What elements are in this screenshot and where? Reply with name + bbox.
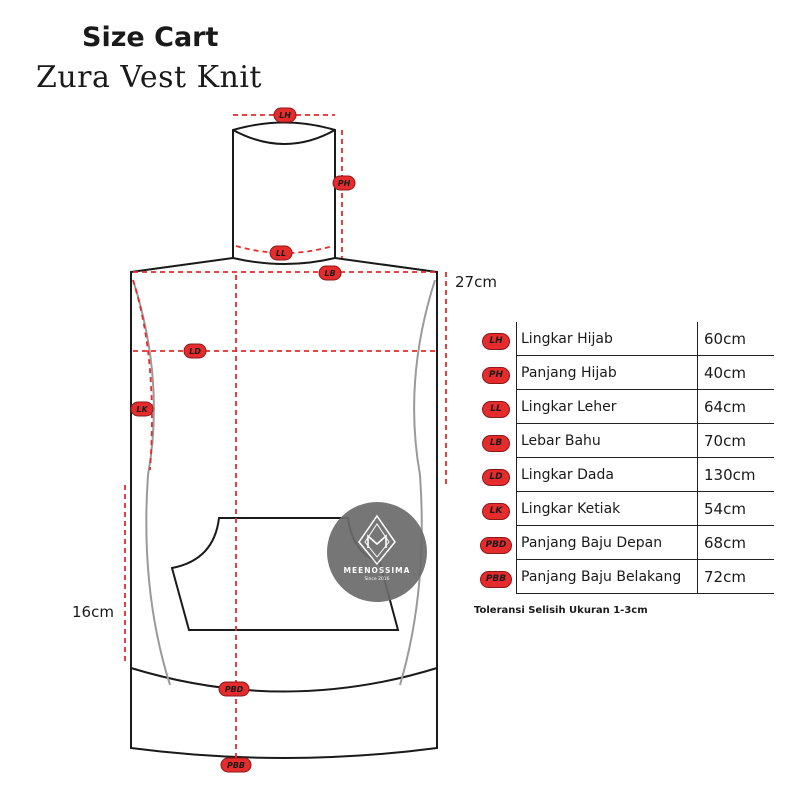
upper-side-measurement: 27cm — [455, 273, 497, 291]
size-label: Panjang Hijab — [516, 355, 698, 390]
page-title: Size Cart — [82, 22, 219, 53]
table-row: PBB Panjang Baju Belakang 72cm — [476, 559, 774, 594]
diagram-tag-pbd: PBD — [218, 681, 250, 697]
tolerance-note: Toleransi Selisih Ukuran 1-3cm — [474, 605, 648, 616]
size-label: Lingkar Hijab — [516, 322, 698, 356]
diagram-tag-ph: PH — [332, 175, 356, 191]
lower-side-measurement: 16cm — [72, 603, 114, 621]
diagram-tag-lb: LB — [318, 265, 342, 281]
size-code-badge: PH — [482, 366, 510, 384]
size-label: Lingkar Ketiak — [516, 491, 698, 526]
size-code-badge: PBD — [479, 536, 513, 554]
diagram-tag-lh: LH — [273, 107, 297, 123]
lk-guide — [132, 279, 153, 471]
size-label: Lingkar Leher — [516, 389, 698, 424]
svg-text:LB: LB — [324, 269, 335, 278]
size-value: 54cm — [697, 491, 774, 526]
diagram-tag-pbb: PBB — [220, 757, 252, 773]
left-side-seam — [132, 279, 171, 686]
size-code-badge: LD — [482, 468, 510, 486]
table-row: PH Panjang Hijab 40cm — [476, 355, 774, 390]
right-side-seam — [399, 279, 436, 686]
size-code-badge: LL — [482, 400, 510, 418]
svg-text:LD: LD — [189, 347, 201, 356]
table-row: LL Lingkar Leher 64cm — [476, 389, 774, 424]
hem-band-line — [130, 667, 438, 693]
table-row: PBD Panjang Baju Depan 68cm — [476, 525, 774, 560]
svg-text:LH: LH — [279, 111, 291, 120]
measurement-guides — [124, 114, 447, 765]
diagram-tag-lk: LK — [130, 401, 154, 417]
size-label: Panjang Baju Belakang — [516, 559, 698, 594]
svg-text:LL: LL — [276, 249, 286, 258]
svg-text:PH: PH — [338, 179, 351, 188]
diagram-tag-ll: LL — [269, 245, 293, 261]
brand-name: MEENOSSIMA — [343, 566, 411, 575]
svg-text:LK: LK — [136, 405, 148, 414]
brand-logo: MEENOSSIMA Since 2016 — [327, 502, 427, 602]
size-value: 68cm — [697, 525, 774, 560]
table-row: LD Lingkar Dada 130cm — [476, 457, 774, 492]
size-code-badge: LK — [482, 502, 510, 520]
size-code-badge: PBB — [479, 570, 513, 588]
size-label: Panjang Baju Depan — [516, 525, 698, 560]
diagram-tag-ld: LD — [183, 343, 207, 359]
size-value: 64cm — [697, 389, 774, 424]
size-value: 72cm — [697, 559, 774, 594]
brand-emblem-icon — [358, 514, 396, 566]
size-label: Lebar Bahu — [516, 423, 698, 458]
hood-opening — [232, 129, 336, 145]
table-row: LK Lingkar Ketiak 54cm — [476, 491, 774, 526]
size-value: 130cm — [697, 457, 774, 492]
size-table: LH Lingkar Hijab 60cm PH Panjang Hijab 4… — [476, 322, 774, 594]
brand-tagline: Since 2016 — [364, 577, 390, 582]
size-value: 40cm — [697, 355, 774, 390]
svg-text:PBB: PBB — [227, 761, 245, 770]
size-code-badge: LH — [482, 332, 510, 350]
table-row: LB Lebar Bahu 70cm — [476, 423, 774, 458]
product-name: Zura Vest Knit — [36, 60, 262, 95]
size-value: 70cm — [697, 423, 774, 458]
size-code-badge: LB — [482, 434, 510, 452]
table-row: LH Lingkar Hijab 60cm — [476, 322, 774, 356]
svg-text:PBD: PBD — [225, 685, 244, 694]
size-value: 60cm — [697, 322, 774, 356]
size-label: Lingkar Dada — [516, 457, 698, 492]
vest-body-outline — [130, 257, 438, 759]
